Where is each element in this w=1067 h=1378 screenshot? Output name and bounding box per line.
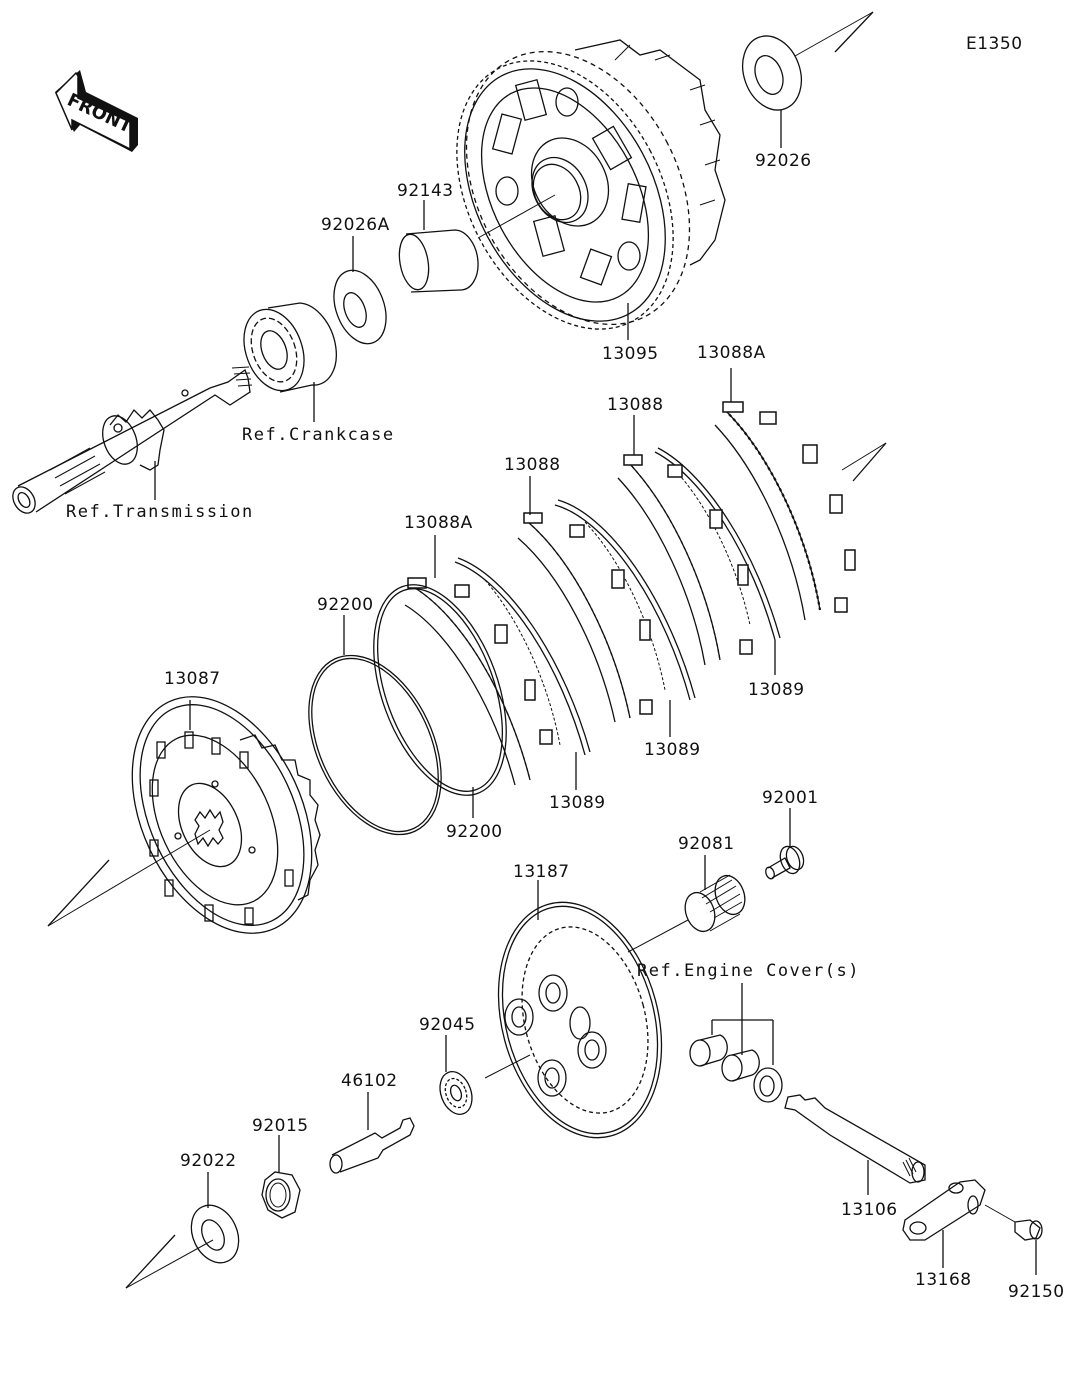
- label-13088A-bottom: 13088A: [404, 513, 473, 533]
- label-13088A-top: 13088A: [697, 343, 766, 363]
- figure-code: E1350: [966, 34, 1023, 54]
- engine-cover-bearings[interactable]: Ref.Engine Cover(s): [637, 961, 860, 1103]
- label-92081: 92081: [678, 834, 735, 854]
- part-13088-lower[interactable]: 13088: [504, 455, 653, 723]
- part-92015[interactable]: 92015: [252, 1116, 309, 1219]
- part-13088-upper[interactable]: 13088: [607, 395, 753, 666]
- label-ref-transmission: Ref.Transmission: [66, 502, 254, 522]
- label-13088-upper: 13088: [607, 395, 664, 415]
- label-46102: 46102: [341, 1071, 398, 1091]
- label-13089-a: 13089: [748, 680, 805, 700]
- transmission-shaft[interactable]: Ref.Transmission: [8, 366, 254, 522]
- label-92144: 92200: [446, 822, 503, 842]
- label-ref-engine-cover: Ref.Engine Cover(s): [637, 961, 860, 981]
- label-92143: 92143: [397, 181, 454, 201]
- part-13095[interactable]: 13095: [413, 13, 734, 366]
- label-13095: 13095: [602, 344, 659, 364]
- part-13089-c[interactable]: 13089: [454, 557, 606, 813]
- part-92045[interactable]: 92045: [419, 1015, 531, 1119]
- part-46102[interactable]: 46102: [329, 1071, 415, 1174]
- label-13187: 13187: [513, 862, 570, 882]
- part-13087[interactable]: 13087: [47, 668, 347, 962]
- label-ref-crankcase: Ref.Crankcase: [242, 425, 395, 445]
- label-13106: 13106: [841, 1200, 898, 1220]
- part-92022[interactable]: 92022: [125, 1151, 248, 1289]
- label-92001: 92001: [762, 788, 819, 808]
- part-13088A-top[interactable]: 13088A: [697, 343, 887, 621]
- label-13088-lower: 13088: [504, 455, 561, 475]
- crankcase-bearing[interactable]: Ref.Crankcase: [233, 301, 394, 445]
- label-92150: 92150: [1008, 1282, 1065, 1302]
- part-92200[interactable]: 13089 92200 92200 92200: [282, 595, 467, 856]
- label-13089-c: 13089: [549, 793, 606, 813]
- part-13168[interactable]: 13168: [902, 1179, 986, 1290]
- part-13106[interactable]: 13106: [784, 1094, 926, 1220]
- part-92150[interactable]: 92150: [984, 1204, 1065, 1302]
- label-92015: 92015: [252, 1116, 309, 1136]
- part-13089-a[interactable]: 13089: [654, 447, 805, 700]
- part-13089-b[interactable]: 13089: [554, 499, 701, 760]
- label-92026: 92026: [755, 151, 812, 171]
- label-13089-b: 13089: [644, 740, 701, 760]
- part-92081[interactable]: 92081: [627, 834, 750, 953]
- label-92200-main: 92200: [317, 595, 374, 615]
- label-92045: 92045: [419, 1015, 476, 1035]
- part-92143[interactable]: 92143: [395, 181, 479, 293]
- label-92026A: 92026A: [321, 215, 390, 235]
- part-92144[interactable]: 92200: [348, 567, 532, 842]
- part-92001[interactable]: 92001: [762, 788, 819, 880]
- part-13187[interactable]: 13187: [474, 862, 687, 1156]
- front-arrow-icon: FRONT: [55, 70, 138, 152]
- part-13088A-bottom[interactable]: 13088A: [404, 513, 553, 786]
- label-13087: 13087: [164, 669, 221, 689]
- label-13168: 13168: [915, 1270, 972, 1290]
- label-92022: 92022: [180, 1151, 237, 1171]
- part-92026[interactable]: 92026: [733, 11, 874, 171]
- part-92026A[interactable]: 92026A: [321, 215, 396, 351]
